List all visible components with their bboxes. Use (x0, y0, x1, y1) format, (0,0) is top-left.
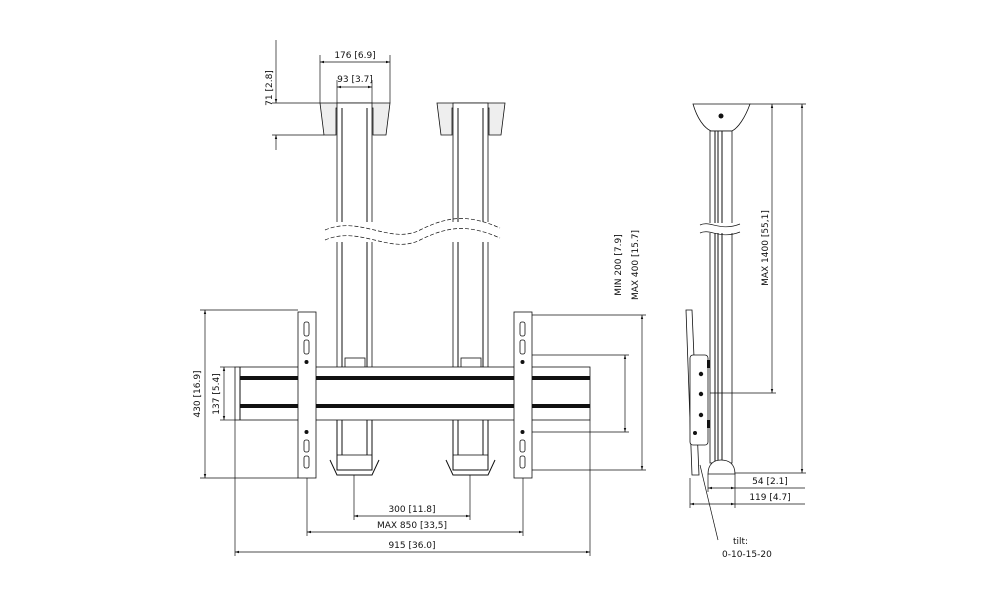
pole-width-label: 93 [3.7] (337, 75, 373, 85)
ceiling-plate-right (436, 102, 506, 136)
tilt-annotation: tilt: 0-10-15-20 (699, 464, 772, 560)
rail-height-label: 137 [5.4] (212, 373, 222, 414)
bracket-height-label: 430 [16.9] (193, 370, 203, 417)
side-screen-bracket (685, 309, 710, 476)
min-offset-label: MIN 200 [7.9] (614, 234, 624, 295)
dimension-bracket-spacing: MAX 850 [33,5] (306, 478, 524, 536)
ceiling-plate-left (319, 102, 391, 136)
dimension-pole-width: 93 [3.7] (336, 75, 373, 103)
horizontal-rail (234, 366, 591, 421)
tilt-values: 0-10-15-20 (722, 550, 772, 560)
plate-height-label: 71 [2.8] (265, 70, 275, 106)
plate-width-label: 176 [6.9] (334, 51, 375, 61)
pole-spacing-label: 300 [11.8] (388, 505, 435, 515)
dimension-pole-spacing: 300 [11.8] (353, 475, 471, 520)
max-offset-label: MAX 400 [15.7] (631, 230, 641, 300)
side-pole (699, 130, 741, 464)
dimension-plate-width: 176 [6.9] (319, 51, 391, 103)
break-line (324, 218, 501, 245)
dimension-bracket-height: 430 [16.9] (193, 309, 298, 479)
dimension-offsets: MIN 200 [7.9] MAX 400 [15.7] (532, 230, 646, 471)
dimension-plate-height: 71 [2.8] (265, 40, 324, 150)
depth-max-label: 119 [4.7] (749, 493, 790, 503)
front-view: 176 [6.9] 93 [3.7] 71 [2.8] 430 [16.9] 1… (193, 40, 646, 556)
rail-width-label: 915 [36.0] (388, 541, 435, 551)
dimension-depth: 54 [2.1] 119 [4.7] (689, 474, 805, 508)
bracket-right (513, 311, 533, 479)
side-pole-foot (707, 459, 736, 475)
bracket-spacing-label: MAX 850 [33,5] (377, 521, 447, 531)
dimension-rail-width: 915 [36.0] (234, 420, 591, 556)
dimension-max-drop: MAX 1400 [55,1] (710, 103, 806, 474)
bracket-left (297, 311, 317, 479)
dimension-rail-height: 137 [5.4] (212, 366, 235, 421)
tilt-label: tilt: (733, 537, 748, 547)
depth-min-label: 54 [2.1] (752, 477, 788, 487)
max-drop-label: MAX 1400 [55,1] (761, 210, 771, 286)
side-view: MAX 1400 [55,1] 54 [2.1] 119 [4.7] tilt:… (685, 103, 806, 560)
